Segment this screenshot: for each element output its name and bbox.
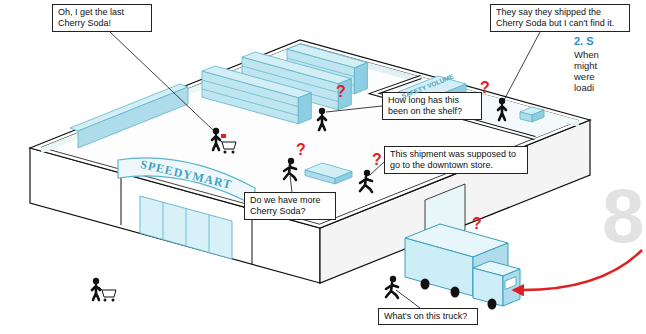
truck-trailer [405,238,473,296]
shopper-figure [92,278,100,300]
callout-box: This shipment was supposed to go to the … [384,146,528,174]
leader-line [110,32,540,308]
callout-box: How long has this been on the shelf? [382,92,482,120]
truck-wheel [421,279,430,290]
section-heading: 2. S [574,36,594,47]
door-frame [163,202,209,252]
truck-wheel [451,287,460,298]
shelf-unit [202,71,298,124]
callout-text: This shipment was supposed to go to the … [390,149,522,171]
truck-cab [473,268,503,306]
storeroom-floor [374,77,579,138]
stockroom-worker [498,98,506,120]
truck-window [505,277,516,290]
shipment-crate [305,170,335,184]
callout-box: Oh, I get the last Cherry Soda! [52,4,152,32]
awning [118,158,255,206]
callout-text: What's on this truck? [384,311,472,322]
question-mark: ? [472,216,482,232]
store-floor [41,44,579,224]
stock-box [532,110,544,122]
question-mark: ? [372,152,382,168]
shopping-cart [219,139,236,154]
body-text: loadi [574,83,594,93]
question-mark: ? [480,80,490,96]
shelf-unit [298,93,311,124]
shelf-divider [202,80,298,116]
callout-box: Do we have more Cherry Soda? [244,192,336,220]
shopping-cart [99,287,116,302]
callout-text: Oh, I get the last Cherry Soda! [58,7,146,29]
body-text: were [574,72,595,82]
truck-cab [503,269,520,306]
shelf-unit [354,63,367,94]
callout-box: They say they shipped the Cherry Soda bu… [490,4,630,32]
entrance-doors [140,196,232,259]
cherry-soda [221,134,226,138]
question-mark: ? [296,142,306,158]
shopper-figure [212,128,220,150]
callout-box: What's on this truck? [378,308,478,325]
page-number: 8 [602,178,644,254]
store-sign: SPEEDYMART [139,158,233,191]
question-mark: ? [336,84,346,100]
body-text: When [574,50,599,60]
body-text: might [574,61,597,71]
storeroom-wall [374,77,535,138]
callout-text: They say they shipped the Cherry Soda bu… [496,7,624,29]
truck-wheel [488,299,497,310]
callout-text: Do we have more Cherry Soda? [250,195,330,217]
callout-text: How long has this been on the shelf? [388,95,476,117]
stock-box [520,112,532,122]
clerk-figure [318,108,326,130]
wall-top [30,40,590,228]
shipment-crate [335,172,352,185]
wall-shelf [78,87,188,148]
red-arrow [514,250,642,290]
driver-figure [386,276,398,298]
box-label: SAFETY VOLUME [401,74,455,101]
worker-figure [360,170,372,192]
storeroom-wall-top [374,77,535,138]
